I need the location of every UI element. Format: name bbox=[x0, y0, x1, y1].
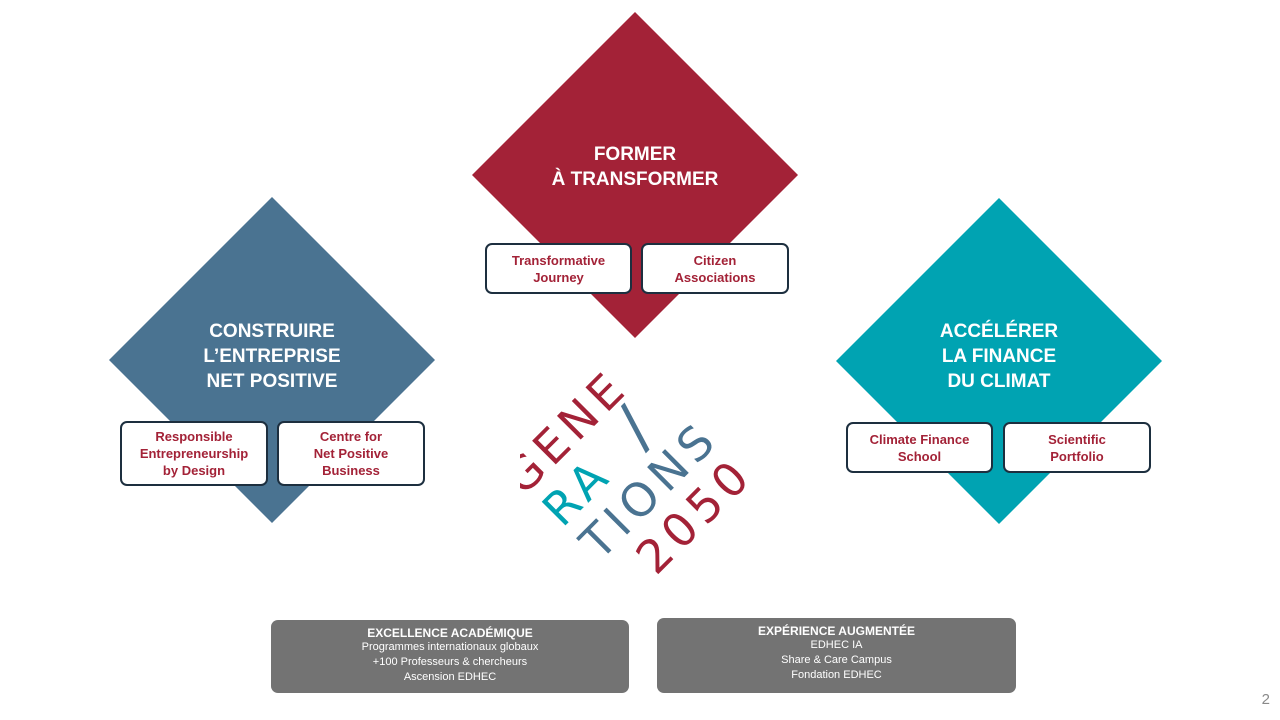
diamond-title-former: FORMER À TRANSFORMER bbox=[551, 144, 719, 190]
pill-responsible-entrepreneurship[interactable]: Responsible Entrepreneurship by Design bbox=[120, 421, 268, 486]
generations-2050-logo: GENE RA / TIONS 2050 bbox=[520, 365, 750, 584]
diamond-title-accelerer: ACCÉLÉRER LA FINANCE DU CLIMAT bbox=[939, 321, 1059, 392]
box-line: Fondation EDHEC bbox=[791, 669, 882, 681]
box-excellence-academique: EXCELLENCE ACADÉMIQUE Programmes interna… bbox=[271, 620, 629, 693]
box-line: Ascension EDHEC bbox=[403, 671, 497, 683]
box-line: Share & Care Campus bbox=[781, 654, 892, 666]
box-title-academique: EXCELLENCE ACADÉMIQUE bbox=[367, 626, 533, 640]
box-line: Programmes internationaux globaux bbox=[361, 641, 539, 653]
diamond-title-construire: CONSTRUIRE L’ENTREPRISE NET POSITIVE bbox=[203, 321, 341, 392]
box-experience-augmentee: EXPÉRIENCE AUGMENTÉE EDHEC IA Share & Ca… bbox=[657, 618, 1016, 693]
page-number: 2 bbox=[1261, 691, 1270, 708]
pill-scientific-portfolio[interactable]: Scientific Portfolio bbox=[1003, 422, 1151, 473]
box-title-experience: EXPÉRIENCE AUGMENTÉE bbox=[758, 624, 915, 638]
box-line: EDHEC IA bbox=[810, 639, 863, 651]
pill-transformative-journey[interactable]: Transformative Journey bbox=[485, 243, 632, 294]
pill-centre-net-positive[interactable]: Centre for Net Positive Business bbox=[277, 421, 425, 486]
pill-climate-finance-school[interactable]: Climate Finance School bbox=[846, 422, 993, 473]
pill-citizen-associations[interactable]: Citizen Associations bbox=[641, 243, 789, 294]
diamond-accelerer: ACCÉLÉRER LA FINANCE DU CLIMAT bbox=[836, 198, 1162, 524]
box-line: +100 Professeurs & chercheurs bbox=[372, 656, 528, 668]
